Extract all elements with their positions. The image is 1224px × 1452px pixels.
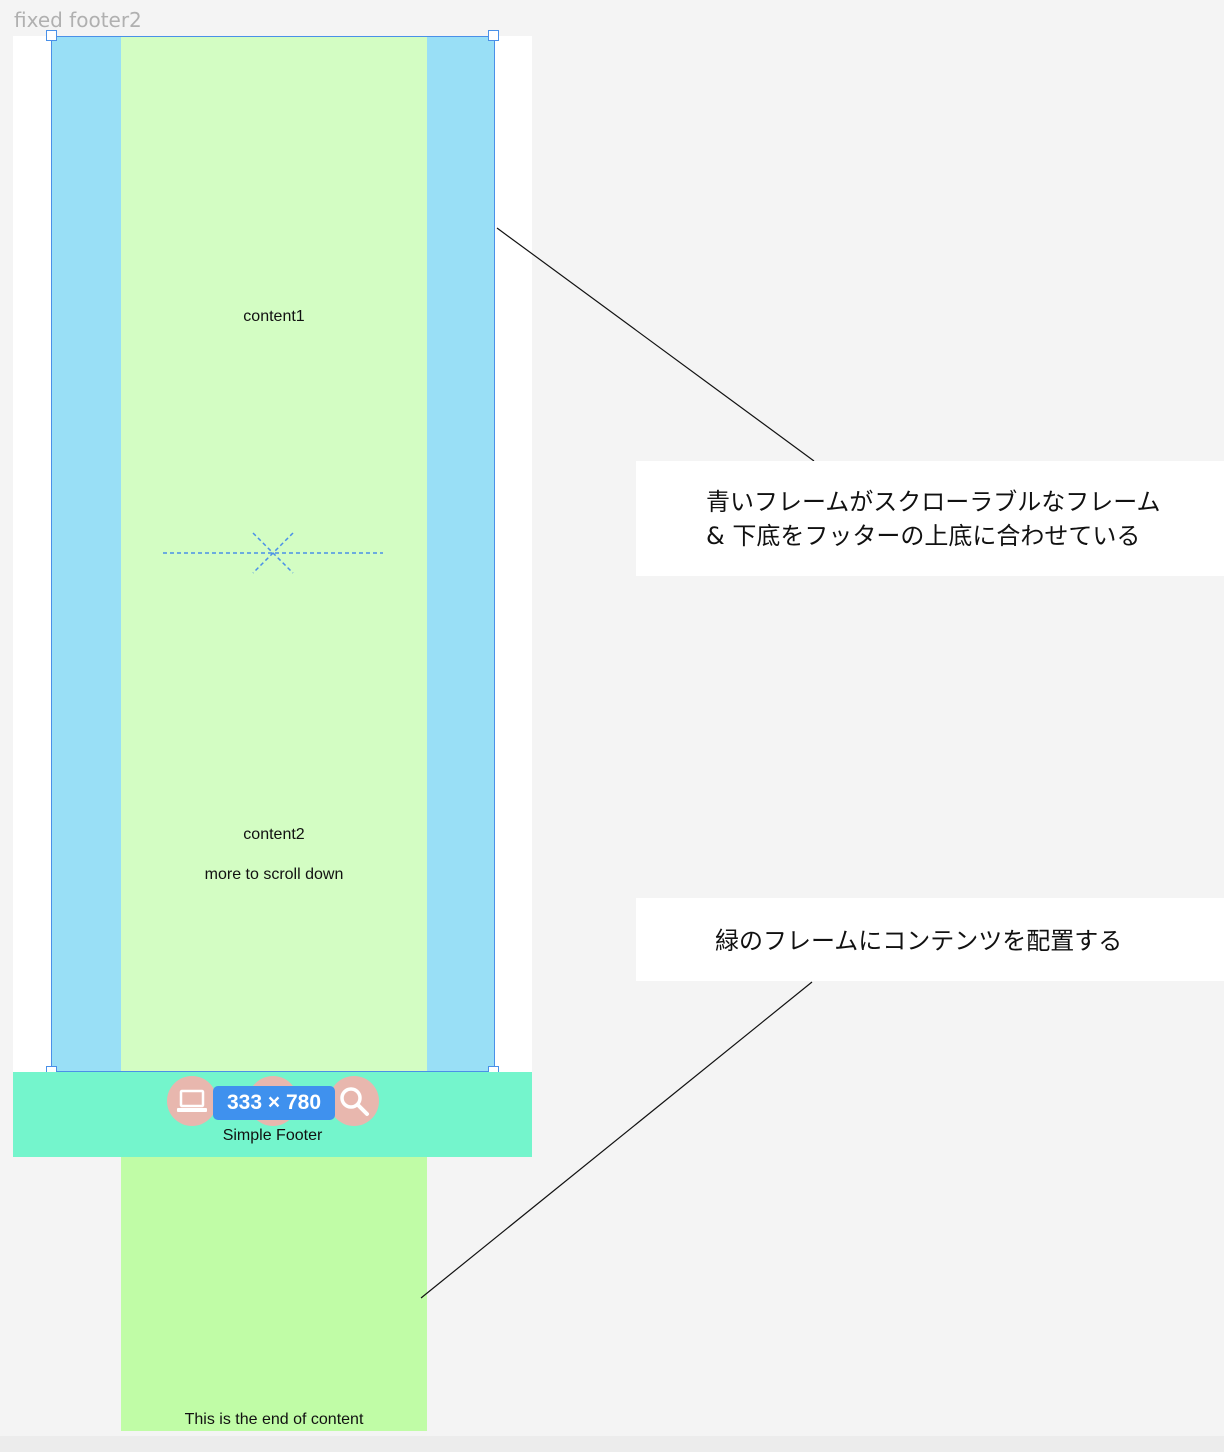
content2-text: content2 <box>243 826 305 843</box>
frame-title[interactable]: fixed footer2 <box>14 8 142 32</box>
annotation-scrollable-frame[interactable]: 青いフレームがスクローラブルなフレーム & 下底をフッターの上底に合わせている <box>636 461 1224 576</box>
content-frame-green-overflow[interactable] <box>121 1157 427 1431</box>
resize-handle-top-left[interactable] <box>46 30 57 41</box>
search-icon[interactable] <box>329 1076 379 1126</box>
end-of-content-text: This is the end of content <box>184 1411 364 1428</box>
laptop-icon[interactable] <box>167 1076 217 1126</box>
content1-text: content1 <box>243 308 305 325</box>
annotation-content-frame[interactable]: 緑のフレームにコンテンツを配置する <box>636 898 1224 981</box>
canvas-bottom-edge <box>0 1436 1224 1452</box>
annotation-line: 緑のフレームにコンテンツを配置する <box>715 927 1123 955</box>
resize-handle-top-right[interactable] <box>488 30 499 41</box>
footer-label: Simple Footer <box>222 1127 323 1144</box>
annotation-line: & 下底をフッターの上底に合わせている <box>706 522 1141 550</box>
size-badge: 333 × 780 <box>213 1086 335 1120</box>
annotation-line: 青いフレームがスクローラブルなフレーム <box>706 488 1161 516</box>
more-to-scroll-text: more to scroll down <box>204 866 344 883</box>
